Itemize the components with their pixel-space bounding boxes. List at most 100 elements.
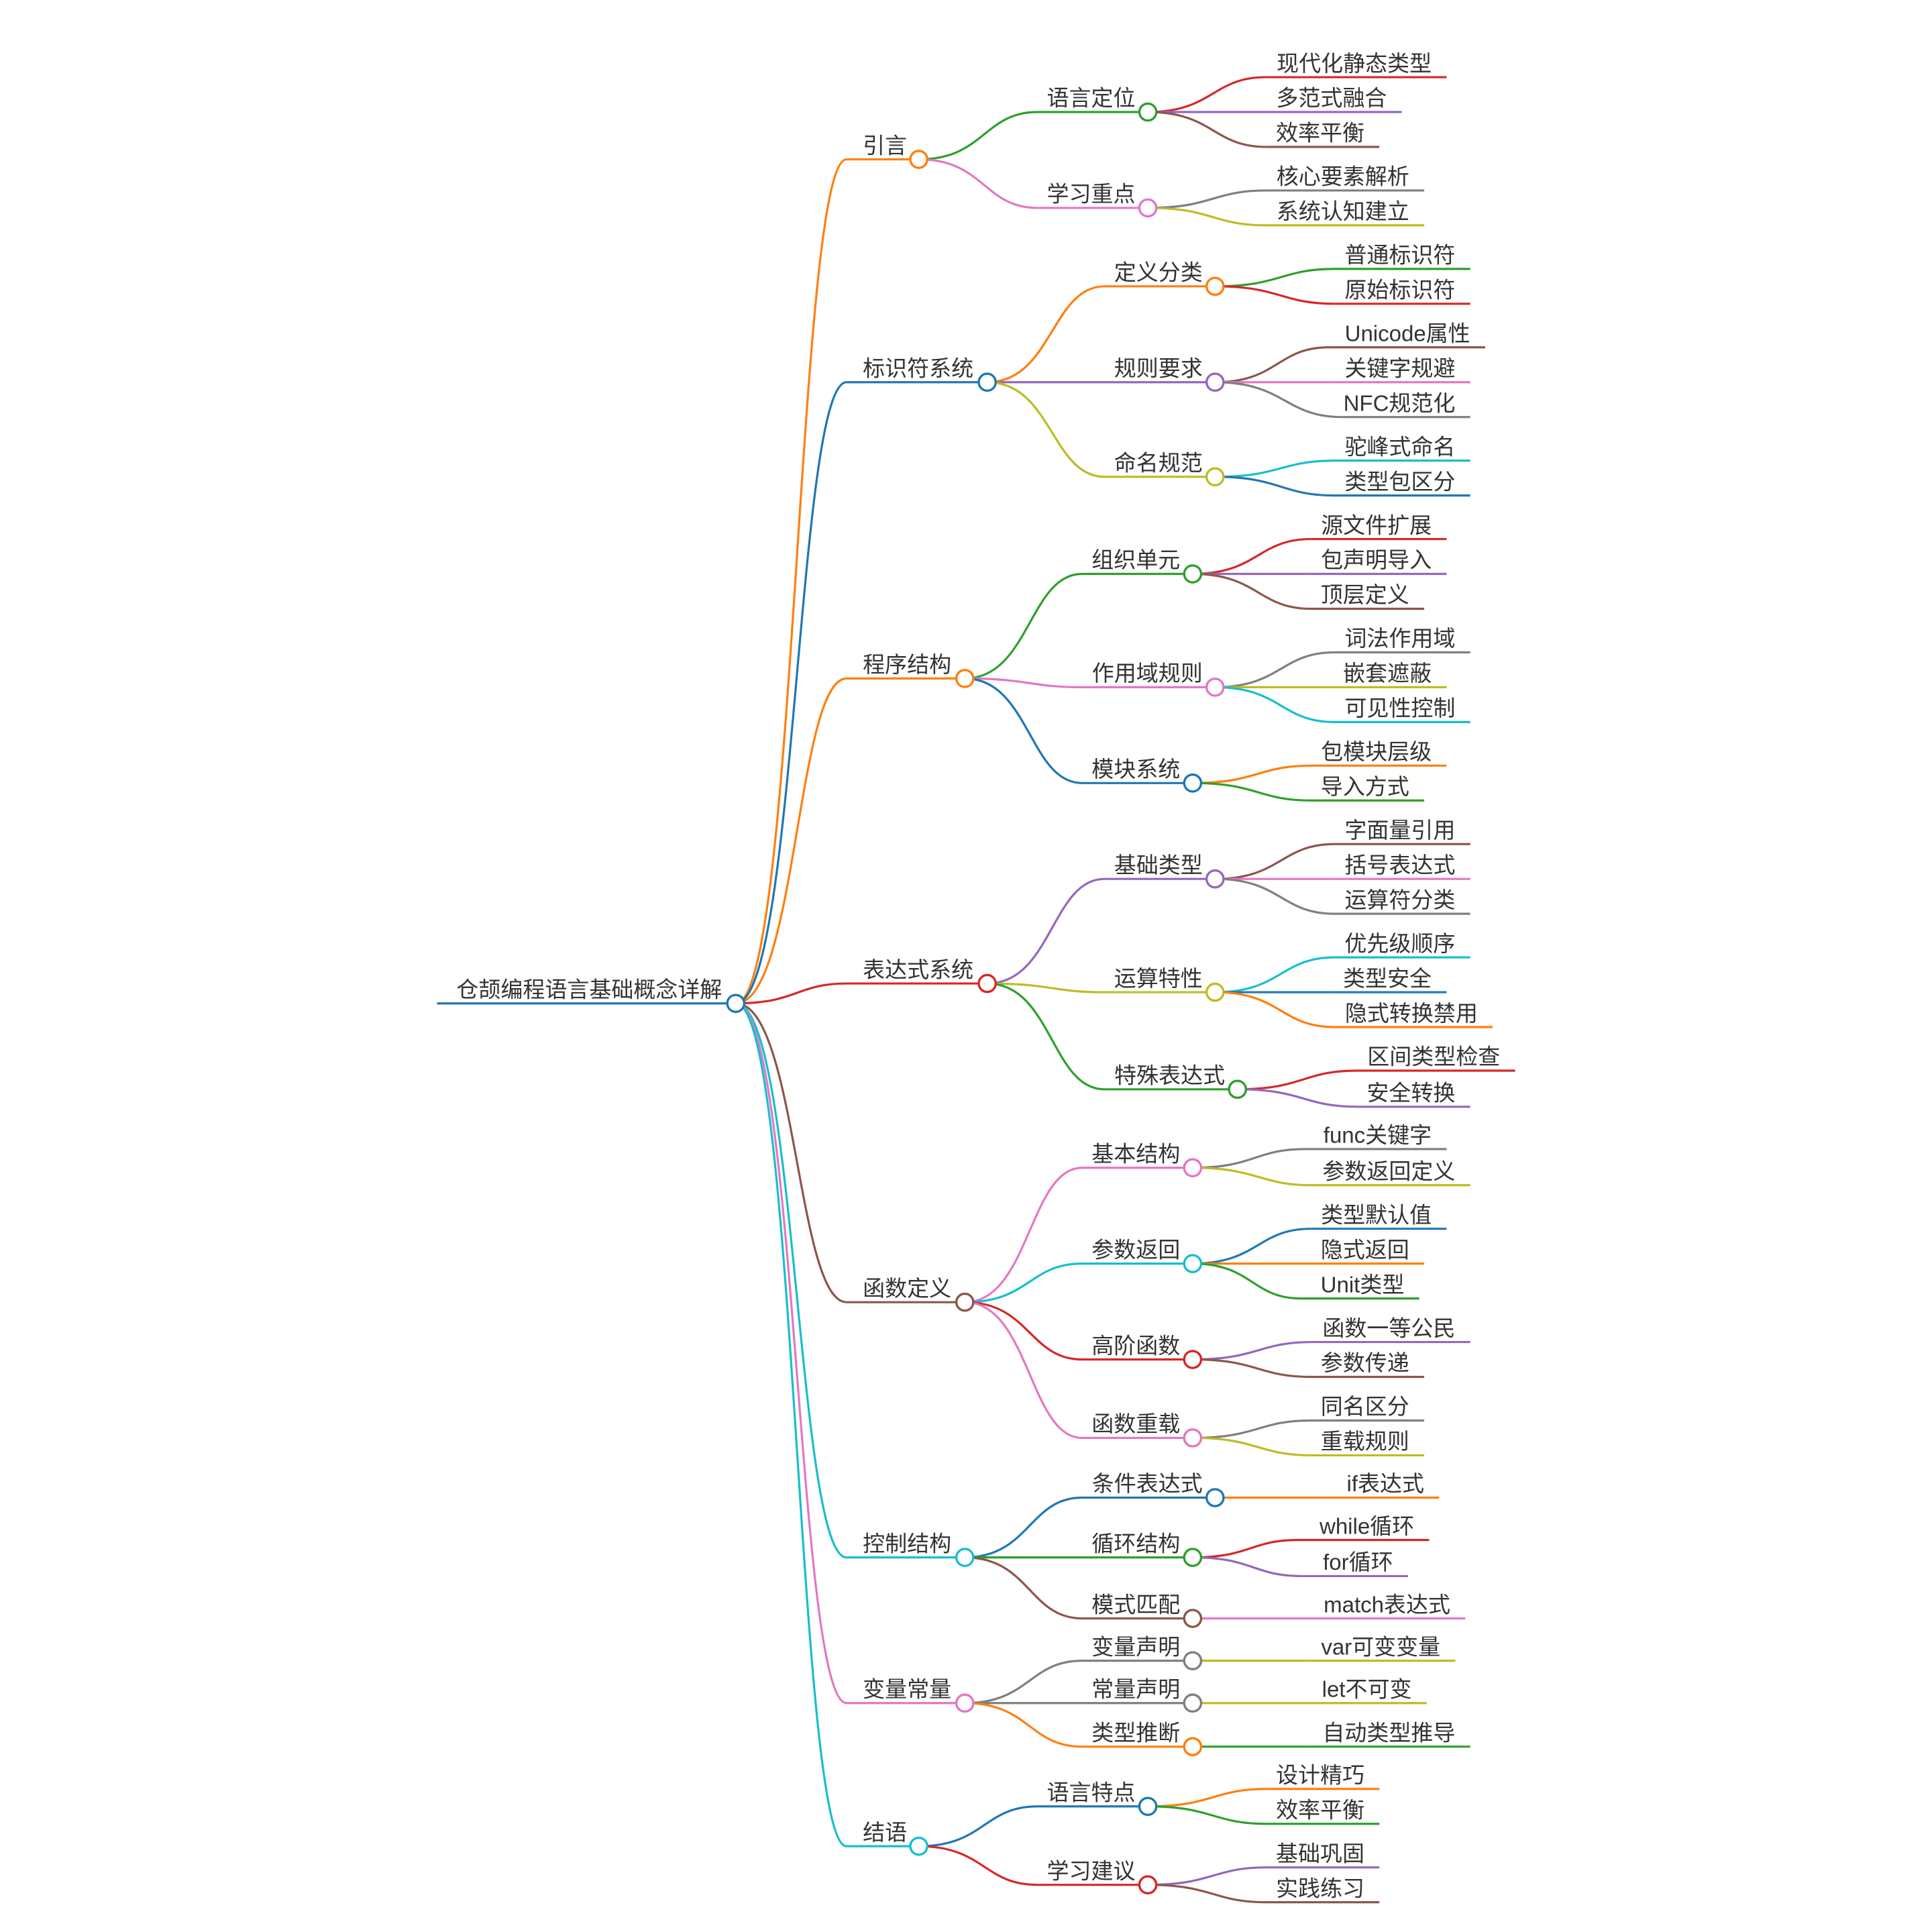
leaf-4-2-1-label: 参数传递 bbox=[1321, 1350, 1409, 1375]
branch-6-node[interactable] bbox=[955, 1693, 975, 1713]
leaf-0-0-0-label: 现代化静态类型 bbox=[1277, 51, 1432, 76]
sub-3-2-node[interactable] bbox=[1228, 1079, 1247, 1099]
leaf-2-0-2-label: 顶层定义 bbox=[1321, 582, 1409, 607]
sub-5-1-label: 循环结构 bbox=[1091, 1531, 1180, 1556]
leaf-2-2-1-label: 导入方式 bbox=[1321, 774, 1409, 799]
sub-5-2-node[interactable] bbox=[1183, 1609, 1203, 1628]
branch-5-label: 控制结构 bbox=[863, 1531, 951, 1556]
sub-2-1-node[interactable] bbox=[1205, 678, 1225, 697]
leaf-6-0-0-label: var可变变量 bbox=[1321, 1634, 1440, 1659]
sub-5-0-node[interactable] bbox=[1205, 1488, 1225, 1507]
edge-sub-4-2-to-leaf-0 bbox=[1192, 1340, 1312, 1361]
sub-7-1-node[interactable] bbox=[1138, 1875, 1158, 1895]
edge-sub-7-1-to-leaf-0 bbox=[1148, 1866, 1267, 1886]
edge-branch-7-to-sub-0 bbox=[918, 1805, 1038, 1847]
edge-sub-2-2-to-leaf-0 bbox=[1192, 764, 1311, 784]
branch-5-node[interactable] bbox=[955, 1548, 975, 1567]
edge-sub-2-1-to-leaf-0 bbox=[1215, 651, 1335, 688]
leaf-1-1-0-label: Unicode属性 bbox=[1345, 321, 1470, 345]
leaf-3-1-0-label: 优先级顺序 bbox=[1344, 931, 1455, 956]
edge-sub-2-0-to-leaf-2 bbox=[1192, 572, 1311, 610]
sub-1-1-node[interactable] bbox=[1205, 372, 1225, 392]
edge-sub-3-1-to-leaf-0 bbox=[1215, 956, 1335, 994]
leaf-4-2-0-label: 函数一等公民 bbox=[1322, 1316, 1455, 1340]
sub-5-0-label: 条件表达式 bbox=[1092, 1471, 1203, 1496]
sub-4-0-label: 基本结构 bbox=[1091, 1141, 1180, 1166]
sub-2-2-node[interactable] bbox=[1183, 773, 1203, 793]
edge-sub-1-2-to-leaf-1 bbox=[1215, 476, 1335, 497]
sub-4-1-node[interactable] bbox=[1183, 1254, 1203, 1273]
sub-3-1-label: 运算特性 bbox=[1114, 966, 1203, 991]
leaf-4-3-0-label: 同名区分 bbox=[1321, 1394, 1409, 1419]
edge-root-to-branch-4 bbox=[735, 1002, 847, 1303]
sub-1-2-node[interactable] bbox=[1205, 467, 1225, 487]
edge-sub-0-1-to-leaf-1 bbox=[1148, 207, 1266, 227]
sub-3-1-node[interactable] bbox=[1205, 982, 1225, 1002]
leaf-1-2-0-label: 驼峰式命名 bbox=[1344, 434, 1455, 459]
leaf-6-2-0-label: 自动类型推导 bbox=[1322, 1720, 1455, 1745]
leaf-2-0-1-label: 包声明导入 bbox=[1321, 547, 1432, 572]
branch-3-node[interactable] bbox=[977, 973, 997, 994]
sub-6-0-node[interactable] bbox=[1183, 1651, 1203, 1670]
edge-sub-3-1-to-leaf-2 bbox=[1215, 991, 1335, 1028]
edge-sub-0-0-to-leaf-0 bbox=[1148, 76, 1266, 113]
sub-4-3-node[interactable] bbox=[1183, 1428, 1203, 1448]
leaf-3-0-0-label: 字面量引用 bbox=[1344, 818, 1455, 843]
edge-branch-3-to-sub-2 bbox=[987, 982, 1105, 1091]
edge-sub-3-2-to-leaf-1 bbox=[1237, 1088, 1358, 1108]
sub-7-1-label: 学习建议 bbox=[1046, 1858, 1135, 1883]
sub-3-0-label: 基础类型 bbox=[1114, 853, 1203, 877]
edge-root-to-branch-3 bbox=[735, 982, 847, 1005]
edge-sub-1-0-to-leaf-1 bbox=[1215, 285, 1335, 305]
edge-root-to-branch-1 bbox=[735, 381, 847, 1005]
branch-4-node[interactable] bbox=[955, 1292, 975, 1312]
branch-7-node[interactable] bbox=[909, 1836, 928, 1856]
sub-1-2-label: 命名规范 bbox=[1114, 450, 1203, 475]
leaf-5-0-0-label: if表达式 bbox=[1347, 1471, 1425, 1496]
leaf-3-0-2-label: 运算符分类 bbox=[1344, 888, 1455, 912]
sub-0-1-node[interactable] bbox=[1138, 198, 1158, 218]
edge-sub-3-0-to-leaf-2 bbox=[1215, 877, 1335, 915]
leaf-7-1-0-label: 基础巩固 bbox=[1276, 1841, 1364, 1866]
edge-sub-4-1-to-leaf-0 bbox=[1192, 1228, 1311, 1265]
sub-1-0-node[interactable] bbox=[1205, 276, 1225, 297]
leaf-2-0-0-label: 源文件扩展 bbox=[1321, 513, 1432, 537]
edge-root-to-branch-0 bbox=[735, 158, 847, 1005]
edge-branch-3-to-sub-0 bbox=[987, 877, 1105, 985]
edge-root-to-branch-6 bbox=[735, 1002, 847, 1705]
sub-4-0-node[interactable] bbox=[1183, 1158, 1203, 1178]
sub-7-0-node[interactable] bbox=[1138, 1796, 1158, 1817]
leaf-2-2-0-label: 包模块层级 bbox=[1321, 739, 1432, 764]
leaf-1-0-0-label: 普通标识符 bbox=[1344, 243, 1455, 268]
leaf-1-1-1-label: 关键字规避 bbox=[1344, 356, 1455, 380]
sub-3-0-node[interactable] bbox=[1205, 869, 1225, 889]
branch-2-node[interactable] bbox=[955, 669, 975, 688]
sub-6-1-node[interactable] bbox=[1183, 1693, 1203, 1713]
edge-sub-4-1-to-leaf-2 bbox=[1192, 1263, 1301, 1300]
edge-branch-1-to-sub-0 bbox=[987, 285, 1105, 384]
leaf-2-1-2-label: 可见性控制 bbox=[1344, 696, 1455, 720]
edge-branch-2-to-sub-1 bbox=[965, 677, 1082, 688]
leaf-4-1-0-label: 类型默认值 bbox=[1321, 1202, 1432, 1227]
sub-2-0-label: 组织单元 bbox=[1091, 547, 1180, 572]
sub-6-2-node[interactable] bbox=[1183, 1737, 1203, 1757]
leaf-4-1-2-label: Unit类型 bbox=[1321, 1272, 1405, 1297]
sub-2-0-node[interactable] bbox=[1183, 564, 1203, 584]
branch-0-node[interactable] bbox=[909, 150, 928, 169]
sub-4-1-label: 参数返回 bbox=[1091, 1237, 1180, 1262]
branch-1-node[interactable] bbox=[977, 372, 997, 392]
leaf-0-0-1-label: 多范式融合 bbox=[1276, 86, 1387, 111]
sub-4-3-label: 函数重载 bbox=[1091, 1411, 1180, 1436]
root-node[interactable] bbox=[726, 994, 746, 1014]
edge-sub-4-3-to-leaf-1 bbox=[1192, 1436, 1311, 1457]
sub-4-2-node[interactable] bbox=[1183, 1350, 1203, 1369]
leaf-4-0-1-label: 参数返回定义 bbox=[1322, 1159, 1455, 1183]
leaf-0-1-0-label: 核心要素解析 bbox=[1277, 164, 1409, 189]
sub-0-0-node[interactable] bbox=[1138, 102, 1158, 122]
sub-5-1-node[interactable] bbox=[1183, 1548, 1203, 1567]
leaf-6-1-0-label: let不可变 bbox=[1322, 1676, 1412, 1701]
edge-sub-3-0-to-leaf-0 bbox=[1215, 843, 1335, 880]
edge-branch-5-to-sub-0 bbox=[965, 1496, 1082, 1559]
branch-6-label: 变量常量 bbox=[863, 1676, 951, 1701]
edge-sub-4-0-to-leaf-0 bbox=[1192, 1148, 1305, 1169]
